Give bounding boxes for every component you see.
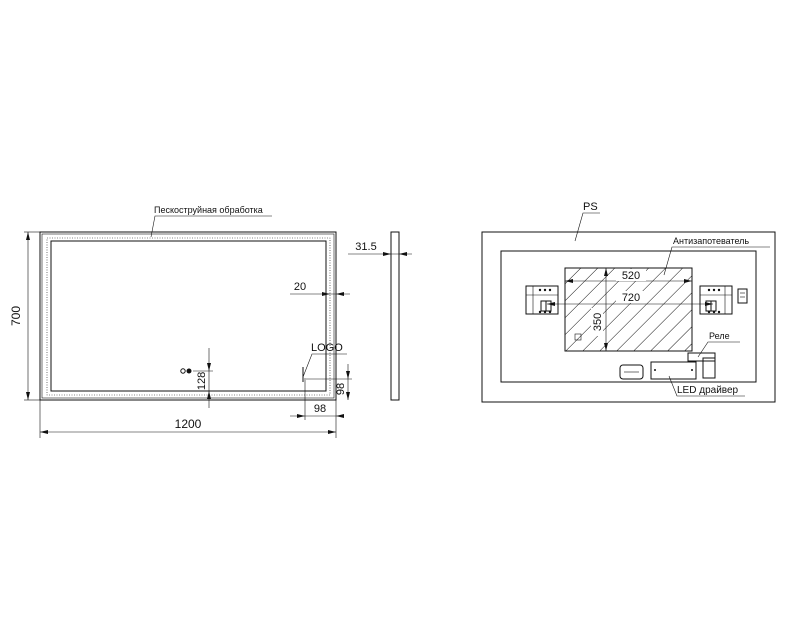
dim-thickness-arrow-right bbox=[399, 252, 407, 256]
dim-heater-height-arrow-top bbox=[604, 268, 608, 276]
logo-leader bbox=[302, 353, 347, 378]
dim-heater-height-value: 350 bbox=[592, 313, 604, 331]
dim-border-arrow-right bbox=[336, 292, 344, 296]
mirror-outer-frame bbox=[39, 231, 337, 401]
sandblast-band-inner bbox=[50, 240, 327, 392]
dim-height-arrow-bottom bbox=[26, 392, 30, 400]
right-mounting-bracket bbox=[699, 285, 733, 315]
dim-logo-y-arrow-bottom bbox=[346, 392, 350, 400]
dim-heater-height-bg bbox=[591, 308, 603, 336]
antifog-heater bbox=[564, 267, 693, 352]
dim-switch-value: 128 bbox=[196, 372, 208, 390]
relay-body bbox=[687, 352, 716, 362]
back-view: PS Антизапотеватель 520 720 350 bbox=[481, 201, 776, 403]
ps-leader bbox=[574, 212, 600, 242]
dim-heater-width-arrow-right bbox=[684, 279, 692, 283]
relay-label: Реле bbox=[709, 331, 730, 341]
side-profile bbox=[390, 231, 400, 401]
dim-bracket-span-value: 720 bbox=[622, 292, 640, 304]
dim-logo-y-arrow-top bbox=[346, 371, 350, 379]
dim-heater-width-bg bbox=[616, 269, 646, 281]
switch-box bbox=[737, 288, 748, 304]
front-view: Пескоструйная обработка 700 1200 20 128 … bbox=[9, 205, 352, 438]
dim-heater-width-arrow-left bbox=[565, 279, 573, 283]
dim-switch-arrow-bottom bbox=[207, 391, 211, 399]
back-outer-frame bbox=[481, 231, 776, 403]
relay-cap bbox=[702, 357, 716, 379]
sensor-module bbox=[619, 364, 644, 380]
led-driver-label: LED драйвер bbox=[677, 385, 739, 396]
antifog-leader bbox=[663, 246, 770, 276]
dim-logo-x-arrow-right bbox=[336, 414, 344, 418]
logo-label: LOGO bbox=[311, 342, 343, 354]
sandblast-leader bbox=[150, 215, 272, 238]
dim-height-value: 700 bbox=[9, 306, 23, 326]
ps-label: PS bbox=[583, 201, 598, 213]
relay-leader bbox=[697, 341, 740, 358]
sandblast-label: Пескоструйная обработка bbox=[154, 205, 263, 215]
dim-heater-height-arrow-bottom bbox=[604, 343, 608, 351]
mirror-inner-frame bbox=[41, 233, 335, 399]
dim-logo-x-arrow-left bbox=[297, 414, 305, 418]
dim-bracket-span-arrow-right bbox=[705, 302, 713, 306]
dim-thickness-arrow-left bbox=[383, 252, 391, 256]
dim-thickness-value: 31.5 bbox=[355, 241, 376, 253]
dim-width-arrow-left bbox=[40, 430, 48, 434]
switch-sensor-right bbox=[186, 368, 192, 374]
led-driver-body bbox=[650, 361, 697, 380]
dim-heater-width-value: 520 bbox=[622, 270, 640, 282]
back-panel bbox=[500, 250, 757, 383]
heater-connector bbox=[574, 333, 582, 341]
side-view: 31.5 bbox=[348, 231, 412, 401]
switch-sensor-left bbox=[180, 368, 186, 374]
dim-border-value: 20 bbox=[294, 281, 306, 293]
led-driver-leader bbox=[668, 375, 745, 397]
dim-bracket-span-bg bbox=[616, 291, 646, 303]
dim-height-arrow-top bbox=[26, 232, 30, 240]
dim-logo-y-value: 98 bbox=[335, 383, 347, 395]
antifog-label: Антизапотеватель bbox=[673, 236, 749, 246]
dim-width-arrow-right bbox=[328, 430, 336, 434]
left-mounting-bracket bbox=[525, 285, 559, 315]
dim-logo-x-value: 98 bbox=[314, 403, 326, 415]
dim-switch-arrow-top bbox=[207, 363, 211, 371]
dim-width-value: 1200 bbox=[175, 417, 202, 431]
dim-border-arrow-left bbox=[322, 292, 330, 296]
